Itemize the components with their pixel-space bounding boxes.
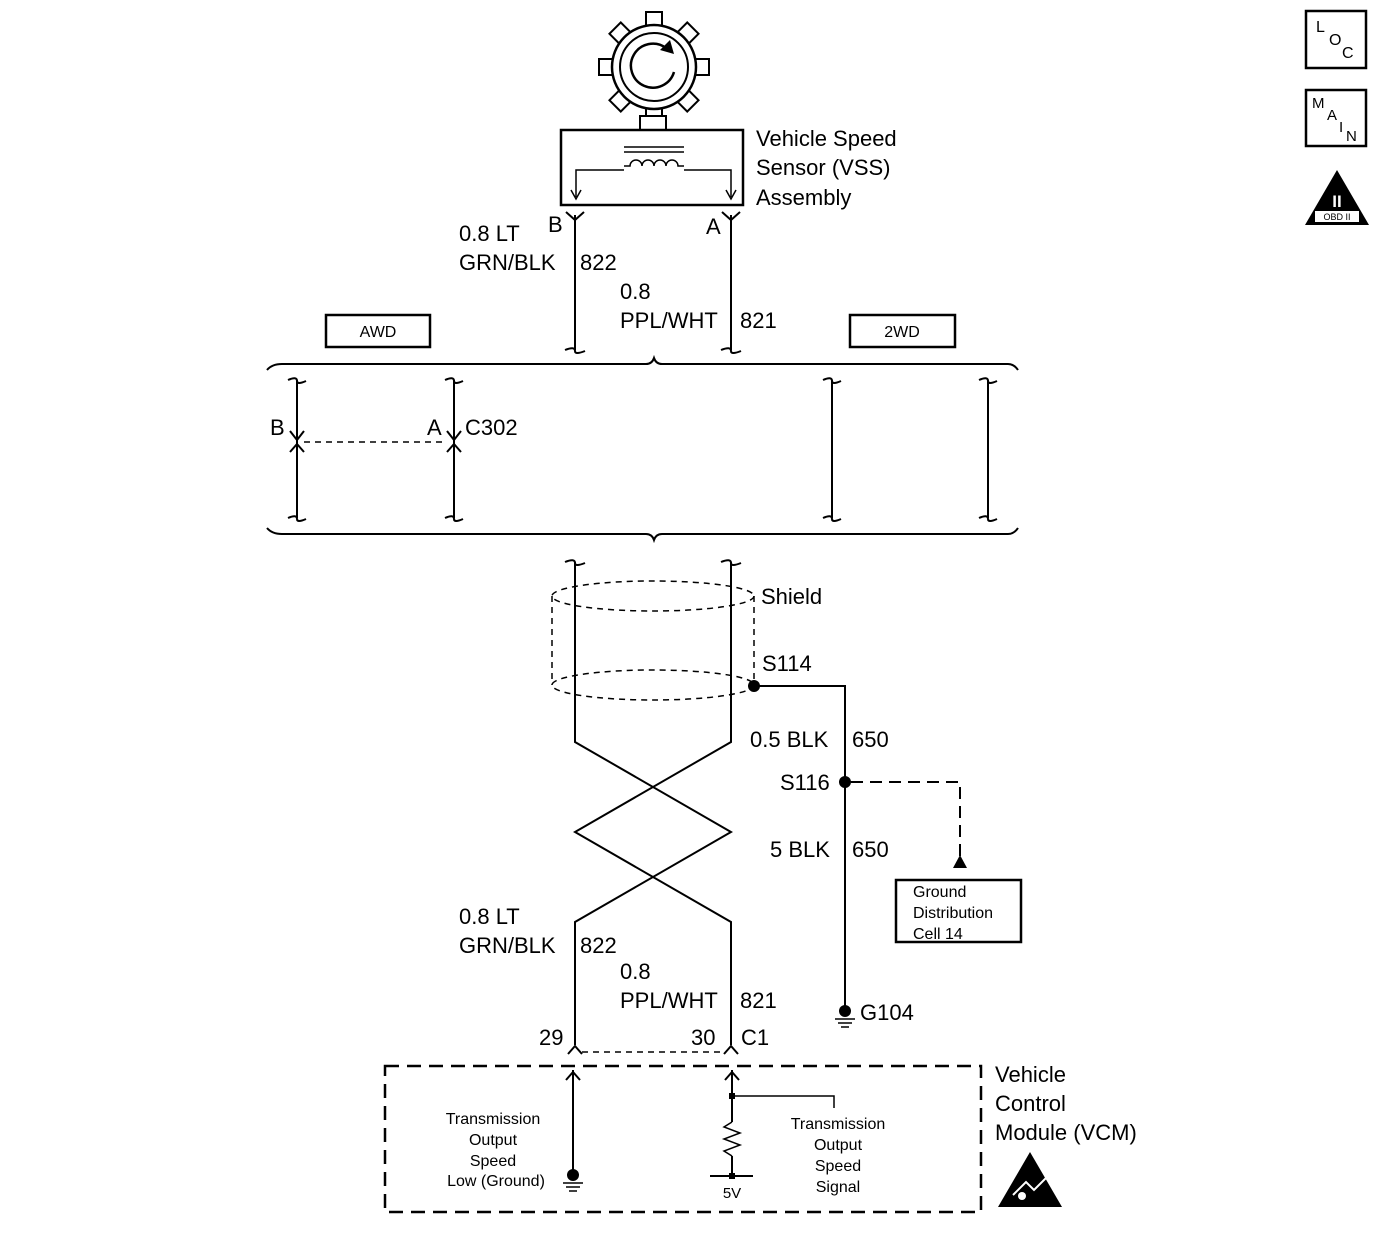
s114-label: S114 <box>762 651 812 676</box>
ground-dist-line1: Ground <box>913 884 966 901</box>
vcm-5v-label: 5V <box>723 1185 741 1202</box>
vcm-low-line2: Output <box>469 1132 518 1149</box>
wire-821-top-circuit: 821 <box>740 308 777 333</box>
ground-dist-line3: Cell 14 <box>913 926 963 943</box>
ground-wire1-gauge: 0.5 BLK <box>750 727 829 752</box>
wire-822-bottom-circuit: 822 <box>580 933 617 958</box>
vcm-title-line1: Vehicle <box>995 1062 1066 1087</box>
main-letter-a: A <box>1327 107 1337 124</box>
main-badge[interactable]: M A I N <box>1304 88 1368 148</box>
vss-sensor[interactable] <box>559 115 745 207</box>
awd-label: AWD <box>360 324 397 341</box>
c1-label: C1 <box>741 1025 769 1050</box>
vcm-signal-line3: Speed <box>815 1158 861 1175</box>
loc-letter-l: L <box>1316 19 1325 36</box>
awd-option-box[interactable]: AWD <box>324 313 432 349</box>
loc-letter-c: C <box>1342 45 1354 62</box>
vss-pin-a: A <box>706 214 721 239</box>
vss-pin-b: B <box>548 212 563 237</box>
vcm-title-line3: Module (VCM) <box>995 1120 1137 1145</box>
ground-wire2-gauge: 5 BLK <box>770 837 830 862</box>
vcm-module[interactable] <box>383 1064 983 1214</box>
main-letter-i: I <box>1339 119 1343 136</box>
wire-822-top-color: GRN/BLK <box>459 250 556 275</box>
s116-label: S116 <box>780 770 830 795</box>
wire-822-top-gauge: 0.8 LT <box>459 221 520 246</box>
vcm-low-circuit <box>563 1070 583 1192</box>
c302-pin-a: A <box>427 415 442 440</box>
wire-822-bottom-gauge: 0.8 LT <box>459 904 520 929</box>
main-letter-n: N <box>1346 128 1357 145</box>
vss-title-line2: Sensor (VSS) <box>756 155 891 180</box>
obd-roman: II <box>1332 192 1341 211</box>
wire-821-bottom-color: PPL/WHT <box>620 988 718 1013</box>
wire-821-bottom-circuit: 821 <box>740 988 777 1013</box>
wire-822-bottom-color: GRN/BLK <box>459 933 556 958</box>
shield <box>551 580 755 701</box>
vcm-low-line1: Transmission <box>446 1111 541 1128</box>
vcm-low-line3: Speed <box>470 1153 516 1170</box>
ground-distribution-box[interactable]: Ground Distribution Cell 14 <box>894 878 1023 944</box>
reluctor-wheel-icon <box>598 11 710 123</box>
wire-822-bottom[interactable] <box>574 562 734 1045</box>
c1-pin-30: 30 <box>691 1025 715 1050</box>
2wd-option-box[interactable]: 2WD <box>848 313 957 349</box>
loc-badge[interactable]: L O C <box>1304 9 1368 70</box>
c302-pin-b: B <box>270 415 285 440</box>
vss-title-line1: Vehicle Speed <box>756 126 897 151</box>
ground-wire-650[interactable] <box>754 685 846 1010</box>
wire-821-top-gauge: 0.8 <box>620 279 651 304</box>
ground-wire1-circuit: 650 <box>852 727 889 752</box>
ground-dist-line2: Distribution <box>913 905 993 922</box>
wire-821-bottom[interactable] <box>572 562 732 1045</box>
vcm-signal-line2: Output <box>814 1137 863 1154</box>
g104-label: G104 <box>860 1000 914 1025</box>
2wd-wires <box>822 377 998 522</box>
wire-822-top-circuit: 822 <box>580 250 617 275</box>
vcm-low-line4: Low (Ground) <box>447 1173 545 1190</box>
wire-821-top-color: PPL/WHT <box>620 308 718 333</box>
2wd-label: 2WD <box>884 324 920 341</box>
awd-wires <box>287 377 464 522</box>
c302-label: C302 <box>465 415 518 440</box>
main-letter-m: M <box>1312 95 1325 112</box>
vcm-signal-circuit <box>710 1070 835 1179</box>
g104-ground-icon <box>835 1005 855 1028</box>
esd-warning-icon <box>998 1152 1062 1207</box>
c1-pin-29: 29 <box>539 1025 563 1050</box>
shield-label: Shield <box>761 584 822 609</box>
vcm-signal-line1: Transmission <box>791 1116 886 1133</box>
option-brace <box>266 354 1019 544</box>
vss-title-line3: Assembly <box>756 185 851 210</box>
distribution-arrow-icon <box>953 855 967 868</box>
loc-letter-o: O <box>1329 32 1341 49</box>
ground-wire2-circuit: 650 <box>852 837 889 862</box>
vcm-signal-line4: Signal <box>816 1179 860 1196</box>
obd-text: OBD II <box>1323 212 1350 222</box>
wire-821-bottom-gauge: 0.8 <box>620 959 651 984</box>
splice-s116[interactable] <box>839 776 851 788</box>
obd-ii-icon: II OBD II <box>1305 170 1369 225</box>
vcm-title-line2: Control <box>995 1091 1066 1116</box>
